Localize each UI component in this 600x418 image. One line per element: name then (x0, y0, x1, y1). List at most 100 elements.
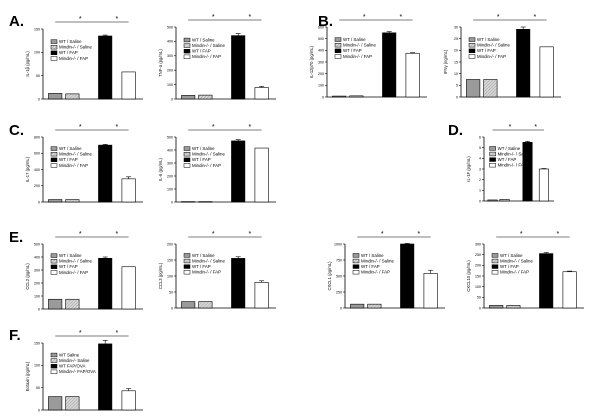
significance-star: * (116, 16, 119, 23)
legend-label: WT / FAP (477, 48, 496, 53)
significance-star: * (212, 231, 215, 238)
significance-star: * (520, 231, 523, 238)
legend-swatch (334, 48, 342, 53)
y-tick-label: 50 (36, 74, 40, 78)
bar (98, 343, 113, 411)
legend-swatch (491, 270, 499, 275)
panel-label: D. (448, 122, 463, 139)
legend-swatch (334, 43, 342, 48)
legend-swatch (183, 37, 191, 43)
legend-label: Mindin-/- / Saline (59, 45, 93, 50)
y-tick-label: 100 (318, 84, 324, 88)
bar (466, 79, 481, 98)
y-tick-label: 800 (34, 135, 40, 139)
legend-label: WT / Saline (361, 253, 384, 258)
legend-label: Mindin-/- / Saline (59, 259, 93, 264)
legend-swatch (50, 270, 58, 275)
legend-swatch (50, 364, 58, 369)
legend-swatch (50, 253, 58, 258)
legend-swatch (491, 264, 499, 269)
legend-swatch (50, 369, 58, 374)
significance-star: * (534, 14, 537, 21)
legend-label: Mindin-/- / Saline (477, 43, 511, 48)
legend-swatch (50, 163, 58, 168)
legend-swatch (491, 258, 499, 264)
legend-label: WT / Saline (192, 146, 215, 151)
bar (121, 178, 136, 203)
y-tick-label: 400 (34, 168, 40, 172)
legend-label: WT / FAP (343, 48, 362, 53)
y-tick-label: 100 (34, 294, 40, 298)
legend-label: WT Saline (59, 352, 80, 357)
bar (506, 305, 521, 309)
panel-label: E. (9, 229, 23, 246)
y-tick-label: 10 (454, 72, 458, 76)
panel-label: A. (9, 13, 24, 30)
legend-swatch (183, 49, 191, 54)
y-tick-label: 200 (167, 69, 173, 73)
y-tick-label: 5 (479, 146, 481, 150)
bar (539, 46, 554, 98)
legend-swatch (489, 163, 496, 168)
y-tick-label: 1000 (334, 242, 342, 246)
legend-swatch (50, 45, 58, 50)
legend-label: Mindin-/- / FAP (361, 270, 390, 275)
y-axis-label: IL-6 (pg/mL) (158, 157, 163, 180)
legend-swatch (334, 37, 342, 42)
bar (65, 93, 80, 100)
bar (98, 144, 113, 203)
legend-swatch (50, 39, 58, 44)
legend-label: WT FAP/OVA (59, 364, 85, 369)
significance-star: * (116, 330, 119, 337)
legend-label: WT / Saline (59, 39, 82, 44)
y-tick-label: 100 (167, 274, 173, 278)
legend-label: Mindin-/- / FAP (59, 56, 88, 61)
y-tick-label: 200 (34, 184, 40, 188)
y-tick-label: 100 (167, 83, 173, 87)
y-axis-label: Eotaxin (pg/mL) (25, 361, 30, 391)
legend-label: Mindin-/- / Saline (192, 258, 226, 263)
y-tick-label: 15 (454, 60, 458, 64)
legend-label: Mindin-/- / FAP (192, 163, 221, 168)
y-tick-label: 150 (167, 258, 173, 262)
legend-label: Mindin-/- / Saline (500, 258, 534, 263)
y-tick-label: 200 (167, 242, 173, 246)
legend-label: Mindin-/- / FAP (59, 270, 88, 275)
legend-swatch (352, 258, 360, 264)
legend-label: WT / Saline (59, 146, 82, 151)
bar (231, 35, 246, 100)
bar (499, 199, 510, 202)
bar (349, 95, 364, 98)
panel-label: C. (9, 122, 24, 139)
significance-star: * (116, 231, 119, 238)
y-tick-label: 0 (38, 97, 40, 101)
significance-star: * (79, 231, 82, 238)
y-tick-label: 0 (171, 200, 173, 204)
legend-label: WT / Saline (192, 253, 215, 258)
y-tick-label: 600 (318, 25, 324, 29)
bar (198, 301, 213, 309)
y-tick-label: 50 (36, 386, 40, 390)
legend-label: WT / Saline (59, 253, 82, 258)
legend-label: WT / Saline (192, 37, 215, 42)
legend-swatch (183, 253, 191, 258)
y-tick-label: 200 (475, 264, 481, 268)
legend-label: Mindin-/- / Saline (361, 258, 395, 263)
y-tick-label: 0 (340, 306, 342, 310)
y-axis-label: CCL2 (pg/mL) (25, 263, 30, 290)
significance-star: * (497, 14, 500, 21)
significance-star: * (400, 14, 403, 21)
y-tick-label: 0 (479, 306, 481, 310)
bar (254, 87, 269, 100)
y-tick-label: 150 (34, 27, 40, 31)
y-tick-label: 0 (171, 306, 173, 310)
y-tick-label: 500 (318, 37, 324, 41)
y-tick-label: 1 (479, 189, 481, 193)
y-tick-label: 300 (475, 242, 481, 246)
